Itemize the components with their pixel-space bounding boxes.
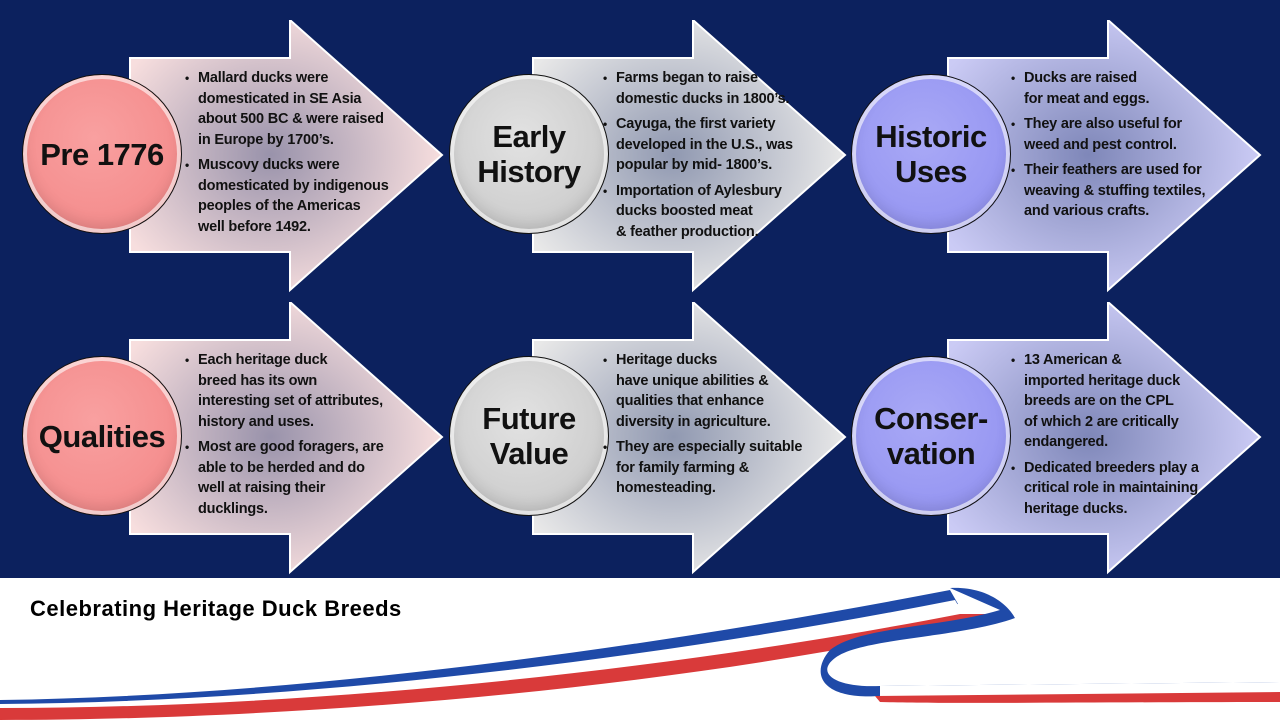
bullet-item: Ducks are raised for meat and eggs. <box>1011 68 1241 109</box>
bullet-item: They are also useful for weed and pest c… <box>1011 114 1241 155</box>
bullet-list: Heritage ducks have unique abilities & q… <box>603 350 833 504</box>
panel-conservation: Conser- vation 13 American & imported he… <box>818 302 1268 582</box>
circle-label: Pre 1776 <box>22 74 182 234</box>
bullet-item: Each heritage duck breed has its own int… <box>185 350 415 432</box>
bullet-item: Their feathers are used for weaving & st… <box>1011 160 1241 222</box>
panel-title: Conser- vation <box>874 401 988 471</box>
panel-future-value: Future Value Heritage ducks have unique … <box>403 302 853 582</box>
panel-title: Pre 1776 <box>40 136 164 172</box>
bullet-item: Cayuga, the first variety developed in t… <box>603 114 833 176</box>
bullet-item: Importation of Aylesbury ducks boosted m… <box>603 181 833 243</box>
bullet-item: Mallard ducks were domesticated in SE As… <box>185 68 415 150</box>
circle-label: Conser- vation <box>851 356 1011 516</box>
bullet-list: Mallard ducks were domesticated in SE As… <box>185 68 415 242</box>
bullet-item: Muscovy ducks were domesticated by indig… <box>185 155 415 237</box>
bullet-item: Heritage ducks have unique abilities & q… <box>603 350 833 432</box>
circle-label: Historic Uses <box>851 74 1011 234</box>
circle-label: Early History <box>449 74 609 234</box>
bullet-item: Farms began to raise domestic ducks in 1… <box>603 68 833 109</box>
panel-title: Early History <box>477 119 581 189</box>
bullet-item: Dedicated breeders play a critical role … <box>1011 458 1241 520</box>
circle-label: Qualities <box>22 356 182 516</box>
panel-title: Future Value <box>482 401 576 471</box>
bullet-item: 13 American & imported heritage duck bre… <box>1011 350 1241 453</box>
panel-title: Historic Uses <box>875 119 987 189</box>
bullet-list: Farms began to raise domestic ducks in 1… <box>603 68 833 247</box>
ribbon-decoration <box>0 587 1280 720</box>
bullet-list: Ducks are raised for meat and eggs. They … <box>1011 68 1241 227</box>
bullet-list: Each heritage duck breed has its own int… <box>185 350 415 524</box>
footer: Celebrating Heritage Duck Breeds <box>0 578 1280 720</box>
panel-qualities: Qualities Each heritage duck breed has i… <box>0 302 450 582</box>
panel-pre-1776: Pre 1776 Mallard ducks were domesticated… <box>0 20 450 300</box>
panel-title: Qualities <box>38 418 166 454</box>
bullet-list: 13 American & imported heritage duck bre… <box>1011 350 1241 524</box>
bullet-item: They are especially suitable for family … <box>603 437 833 499</box>
panel-early-history: Early History Farms began to raise domes… <box>403 20 853 300</box>
slide-title: Celebrating Heritage Duck Breeds <box>30 596 402 621</box>
bullet-item: Most are good foragers, are able to be h… <box>185 437 415 519</box>
circle-label: Future Value <box>449 356 609 516</box>
panel-historic-uses: Historic Uses Ducks are raised for meat … <box>818 20 1268 300</box>
